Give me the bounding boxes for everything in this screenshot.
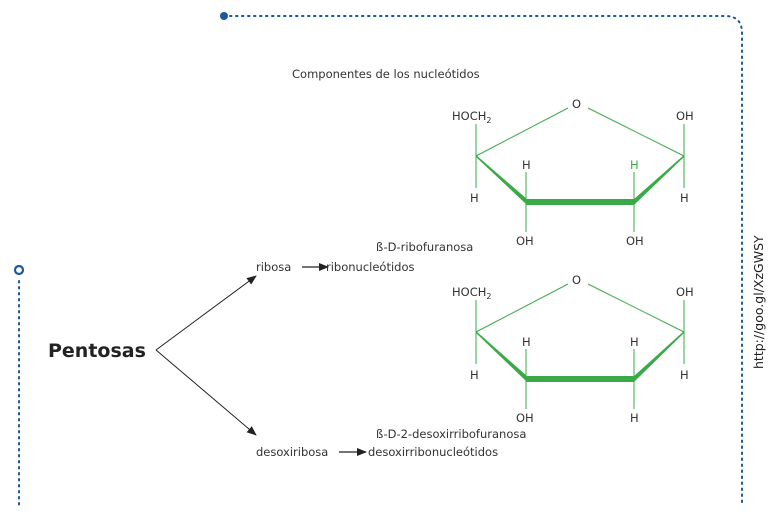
deoxyribose-c3-h: H bbox=[522, 335, 531, 349]
diagram-title: Componentes de los nucleótidos bbox=[292, 67, 480, 81]
deoxyribose-ring-bond-c3-c2 bbox=[526, 376, 634, 382]
ribose-c3-oh: OH bbox=[516, 234, 534, 248]
frame-top-line bbox=[223, 15, 743, 506]
deoxyribose-c4-h: H bbox=[470, 368, 479, 382]
pentosas-label: Pentosas bbox=[48, 340, 146, 362]
deoxyribose-c2-h-up: H bbox=[630, 335, 639, 349]
ribose-ring-bond-c3-c2 bbox=[526, 199, 634, 205]
ribose-c2-oh: OH bbox=[626, 234, 644, 248]
ribose-ring-bond-c4-c3 bbox=[476, 155, 527, 205]
arrow-to-ribosa bbox=[155, 275, 257, 351]
deoxyribose-ring-bond-o-c1 bbox=[587, 283, 685, 333]
ribose-hoch2-label: HOCH2 bbox=[452, 109, 491, 125]
ribosa-label: ribosa bbox=[256, 260, 291, 274]
deoxyribose-ring-bond-c4-c3 bbox=[476, 331, 527, 382]
ribose-ring-bond-c2-c1 bbox=[634, 155, 684, 205]
deoxyribose-c3-oh: OH bbox=[516, 411, 534, 425]
ribose-c1-oh: OH bbox=[676, 109, 694, 123]
ribose-c4-h: H bbox=[470, 191, 479, 205]
ribofuranosa-label: ß-D-ribofuranosa bbox=[376, 240, 473, 254]
desoxiribosa-label: desoxiribosa bbox=[256, 445, 328, 459]
deoxyribose-hoch2-label: HOCH2 bbox=[452, 285, 491, 301]
deoxyribose-c2-h-down: H bbox=[630, 411, 639, 425]
ribose-c1-h: H bbox=[680, 191, 689, 205]
ribose-c3-h: H bbox=[522, 158, 531, 172]
deoxyribose-ring-bond-c2-c1 bbox=[634, 331, 684, 382]
frame-left-ring bbox=[13, 264, 25, 276]
desoxirribonucleotidos-label: desoxirribonucleótidos bbox=[368, 445, 498, 459]
desoxirribofuranosa-label: ß-D-2-desoxirribofuranosa bbox=[376, 427, 526, 441]
dotted-frame bbox=[13, 12, 743, 506]
frame-top-dot bbox=[220, 12, 228, 20]
deoxyribose-c1-oh: OH bbox=[676, 285, 694, 299]
ribose-structure: O HOCH2 OH H H H H OH OH bbox=[452, 97, 694, 248]
ribose-ring-bond-o-c1 bbox=[587, 107, 685, 157]
deoxyribose-structure: O HOCH2 OH H H H H OH H bbox=[452, 273, 694, 425]
ribonucleotidos-label: ribonucleótidos bbox=[326, 260, 415, 274]
deoxyribose-ring-oxygen: O bbox=[572, 273, 581, 287]
ribose-ring-bond-c4-o bbox=[475, 107, 569, 157]
deoxyribose-c1-h: H bbox=[680, 368, 689, 382]
ribose-ring-oxygen: O bbox=[572, 97, 581, 111]
arrow-to-desoxiribosa bbox=[155, 349, 257, 436]
source-url[interactable]: http://goo.gl/XzGWSY bbox=[751, 235, 766, 369]
ribose-c2-h-highlight: H bbox=[630, 158, 639, 172]
deoxyribose-ring-bond-c4-o bbox=[475, 283, 569, 333]
